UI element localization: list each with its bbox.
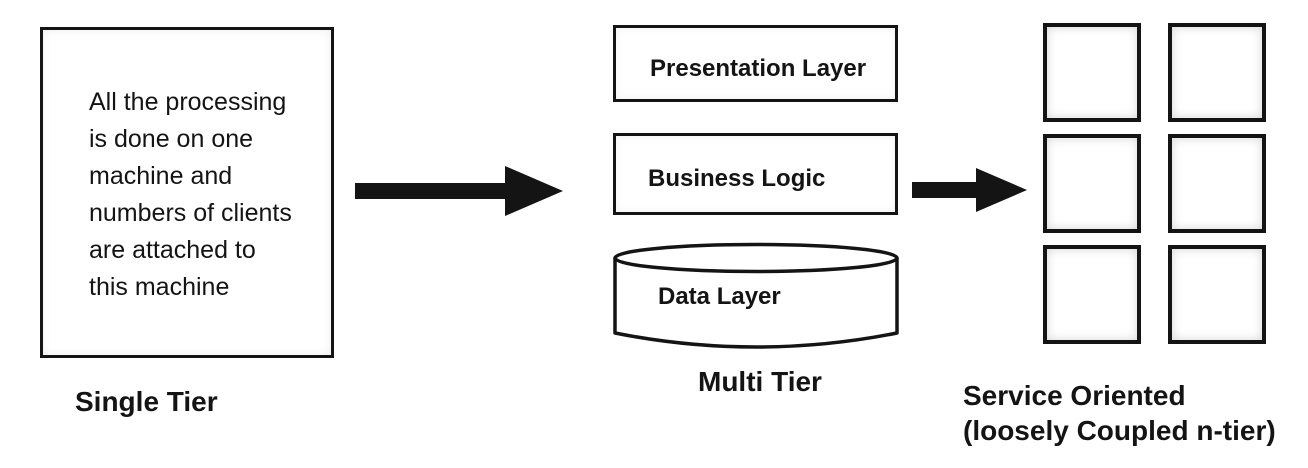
data-layer-label: Data Layer <box>658 283 781 310</box>
business-logic-box: Business Logic <box>613 133 898 215</box>
presentation-layer-label: Presentation Layer <box>650 54 867 82</box>
service-box <box>1168 134 1266 233</box>
right-arrow-icon <box>912 168 1027 212</box>
single-tier-text-line: numbers of clients <box>89 199 292 227</box>
service-grid <box>1043 23 1266 344</box>
service-oriented-label: Service Oriented (loosely Coupled n-tier… <box>963 378 1276 448</box>
single-tier-text-line: machine and <box>89 162 233 190</box>
service-box <box>1043 23 1141 122</box>
single-tier-text-line: are attached to <box>89 236 256 264</box>
multi-tier-label: Multi Tier <box>698 366 822 397</box>
right-arrow-icon <box>355 166 563 216</box>
service-oriented-label-line: Service Oriented <box>963 380 1186 411</box>
database-cylinder-shape <box>613 242 899 349</box>
data-layer-cylinder: Data Layer <box>612 241 900 353</box>
service-box <box>1168 245 1266 344</box>
service-box <box>1043 245 1141 344</box>
service-box <box>1043 134 1141 233</box>
single-tier-text-line: All the processing <box>89 88 287 116</box>
service-box <box>1168 23 1266 122</box>
business-logic-label: Business Logic <box>648 165 826 192</box>
single-tier-text-line: this machine <box>89 273 230 301</box>
single-tier-text-line: is done on one <box>89 125 254 153</box>
single-tier-box: All the processing is done on one machin… <box>40 27 334 358</box>
service-oriented-label-line: (loosely Coupled n-tier) <box>963 415 1276 446</box>
presentation-layer-box: Presentation Layer <box>613 25 898 102</box>
single-tier-label: Single Tier <box>75 386 218 417</box>
